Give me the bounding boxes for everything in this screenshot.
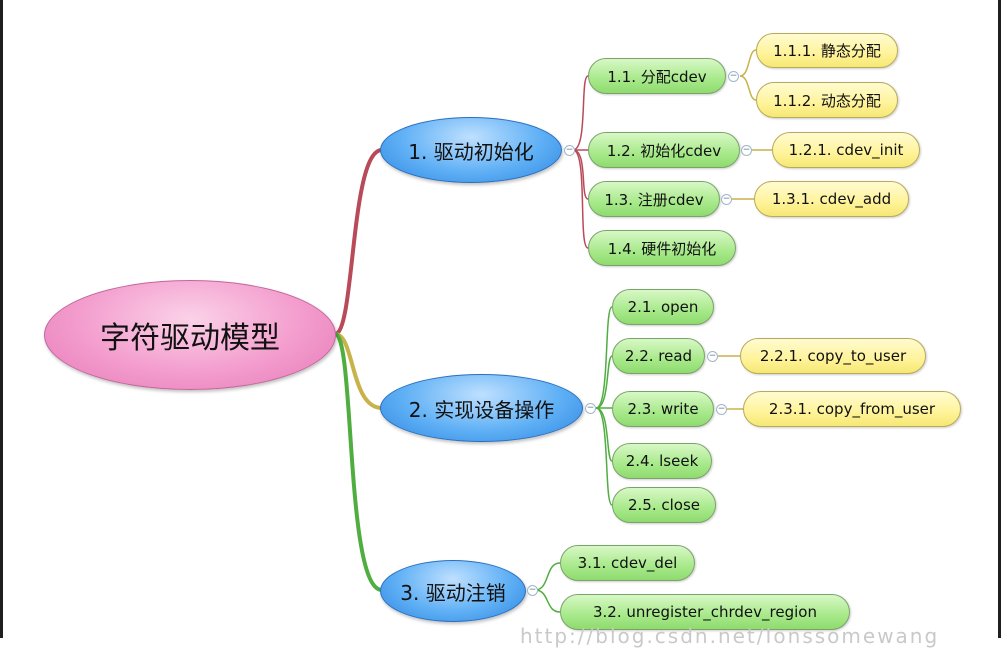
connector-1-1-1: [739, 49, 757, 77]
collapse-symbol: −: [742, 145, 751, 155]
subtopic-node-2-2[interactable]: 2.2. read: [612, 338, 705, 374]
collapse-toggle-icon[interactable]: −: [707, 351, 718, 362]
collapse-toggle-icon[interactable]: −: [527, 585, 538, 596]
subtopic-node-2-3[interactable]: 2.3. write: [612, 391, 714, 427]
detail-label: 2.2.1. copy_to_user: [759, 347, 907, 365]
subtopic-node-1-3[interactable]: 1.3. 注册cdev: [588, 181, 720, 217]
collapse-toggle-icon[interactable]: −: [721, 194, 732, 205]
subtopic-node-1-1[interactable]: 1.1. 分配cdev: [588, 58, 726, 94]
root-node[interactable]: 字符驱动模型: [44, 280, 336, 390]
subtopic-node-2-1[interactable]: 2.1. open: [612, 289, 714, 325]
collapse-symbol: −: [708, 351, 717, 361]
branch-label-2: 2. 实现设备操作: [408, 397, 555, 422]
watermark: http://blog.csdn.net/Ionssomewang: [520, 624, 940, 648]
branch-node-2[interactable]: 2. 实现设备操作: [380, 374, 583, 442]
subtopic-label: 3.1. cdev_del: [577, 554, 678, 572]
subtopic-label: 2.4. lseek: [625, 452, 699, 470]
subtopic-label: 1.4. 硬件初始化: [607, 239, 717, 258]
detail-label: 1.1.2. 动态分配: [773, 91, 881, 110]
connector-root-branch-2: [334, 332, 383, 410]
detail-node-1-2-1[interactable]: 1.2.1. cdev_init: [772, 132, 920, 168]
subtopic-label: 3.2. unregister_chrdev_region: [593, 603, 817, 621]
detail-node-2-3-1[interactable]: 2.3.1. copy_from_user: [743, 391, 961, 427]
detail-node-1-1-2[interactable]: 1.1.2. 动态分配: [756, 82, 898, 118]
branch-node-3[interactable]: 3. 驱动注销: [380, 560, 526, 622]
collapse-symbol: −: [722, 194, 731, 204]
subtopic-node-2-4[interactable]: 2.4. lseek: [612, 443, 712, 479]
subtopic-label: 2.3. write: [627, 400, 699, 418]
collapse-toggle-icon[interactable]: −: [716, 404, 727, 415]
detail-label: 1.1.1. 静态分配: [773, 42, 881, 60]
connector-1-1-2: [739, 75, 757, 101]
collapse-toggle-icon[interactable]: −: [564, 145, 575, 156]
collapse-toggle-icon[interactable]: −: [585, 403, 596, 414]
collapse-symbol: −: [528, 585, 537, 595]
subtopic-node-3-2[interactable]: 3.2. unregister_chrdev_region: [560, 594, 850, 630]
detail-node-2-2-1[interactable]: 2.2.1. copy_to_user: [740, 338, 926, 374]
detail-node-1-3-1[interactable]: 1.3.1. cdev_add: [754, 181, 909, 217]
subtopic-label: 2.5. close: [627, 496, 701, 514]
connector-3-1: [534, 562, 561, 591]
subtopic-label: 2.1. open: [627, 298, 699, 316]
subtopic-node-1-4[interactable]: 1.4. 硬件初始化: [588, 230, 736, 266]
collapse-toggle-icon[interactable]: −: [728, 71, 739, 82]
connector-root-branch-1: [334, 148, 383, 336]
subtopic-label: 1.3. 注册cdev: [604, 190, 704, 209]
detail-label: 2.3.1. copy_from_user: [768, 400, 936, 418]
collapse-symbol: −: [565, 145, 574, 155]
connector-2-2: [595, 355, 613, 409]
connector-root-branch-3: [333, 332, 383, 592]
subtopic-label: 1.2. 初始化cdev: [606, 141, 722, 160]
connector-1-4: [572, 149, 589, 249]
subtopic-node-3-1[interactable]: 3.1. cdev_del: [560, 545, 695, 581]
connector-2-5: [595, 407, 613, 506]
connector-1-1: [572, 75, 589, 151]
branch-label-1: 1. 驱动初始化: [408, 139, 534, 164]
subtopic-node-1-2[interactable]: 1.2. 初始化cdev: [588, 132, 740, 168]
subtopic-label: 1.1. 分配cdev: [607, 67, 707, 86]
subtopic-node-2-5[interactable]: 2.5. close: [612, 487, 716, 523]
detail-node-1-1-1[interactable]: 1.1.1. 静态分配: [756, 33, 898, 68]
collapse-symbol: −: [717, 404, 726, 414]
branch-label-3: 3. 驱动注销: [400, 580, 506, 605]
detail-label: 1.2.1. cdev_init: [788, 141, 904, 159]
connector-2-1: [595, 306, 613, 409]
collapse-symbol: −: [729, 71, 738, 81]
root-label: 字符驱动模型: [100, 321, 280, 356]
connector-3-2: [534, 589, 561, 613]
collapse-symbol: −: [586, 403, 595, 413]
subtopic-label: 2.2. read: [624, 347, 693, 365]
branch-node-1[interactable]: 1. 驱动初始化: [380, 117, 562, 183]
detail-label: 1.3.1. cdev_add: [771, 190, 892, 208]
collapse-toggle-icon[interactable]: −: [741, 145, 752, 156]
